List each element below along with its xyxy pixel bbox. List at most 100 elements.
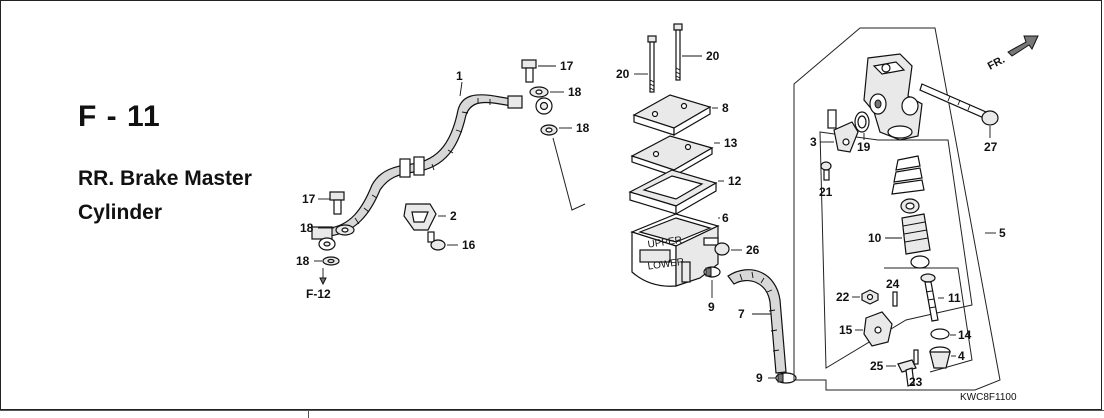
callout-25: 25 xyxy=(870,359,884,373)
bolt-shank xyxy=(333,199,342,215)
callout-12: 12 xyxy=(728,174,742,188)
reservoir-mount-bolt[interactable]: 26 xyxy=(703,237,760,257)
callout-3: 3 xyxy=(810,135,817,149)
bottom-divider xyxy=(308,410,309,418)
pin-24[interactable]: 24 xyxy=(886,277,900,307)
hose-joint-3[interactable]: 3 xyxy=(810,109,859,153)
bolt-head xyxy=(673,23,683,31)
piston-set-10[interactable]: 10 xyxy=(868,213,931,269)
callout-11: 11 xyxy=(948,291,961,305)
joint-nipple xyxy=(827,109,837,129)
pin xyxy=(913,349,919,365)
callout-23: 23 xyxy=(909,375,923,389)
mount-bolt-27[interactable]: 27 xyxy=(919,83,999,154)
diaphragm-side-right xyxy=(675,181,717,216)
guide-line-hose-upper xyxy=(552,137,586,211)
callout-22: 22 xyxy=(836,290,850,304)
callout-21: 21 xyxy=(819,185,833,199)
sealing-washer-lower-b[interactable]: 18 xyxy=(296,254,340,268)
pin xyxy=(892,291,898,307)
hose-clamp[interactable]: 2 xyxy=(403,203,457,231)
figure-title: RR. Brake Master Cylinder xyxy=(78,162,298,230)
cap-hole-left xyxy=(651,110,659,118)
bolt-shank xyxy=(427,231,435,243)
callout-18-upper-a: 18 xyxy=(568,85,582,99)
cup-center xyxy=(905,202,915,210)
secondary-cup xyxy=(910,255,930,269)
nut-22[interactable]: 22 xyxy=(836,289,879,305)
sealing-washer-upper-a[interactable]: 18 xyxy=(529,85,582,99)
washer-hole xyxy=(327,258,335,264)
drawing-number: KWC8F1100 xyxy=(960,392,1017,403)
figure-code: F - 11 xyxy=(78,100,161,133)
assembly-outline-outer xyxy=(793,27,1001,391)
cap-side-right xyxy=(673,105,711,137)
plate-hole-right xyxy=(684,143,692,151)
washer-hole xyxy=(341,227,349,233)
arrow-down-icon xyxy=(319,277,327,286)
reservoir-outlet xyxy=(681,261,691,283)
hose-clip-upper[interactable]: 9 xyxy=(703,266,721,314)
callout-17-upper: 17 xyxy=(560,59,574,73)
hose-clip-lower[interactable]: 9 xyxy=(756,371,797,385)
figure-title-line-2: Cylinder xyxy=(78,201,163,224)
boot-body xyxy=(929,351,951,369)
callout-10: 10 xyxy=(868,231,882,245)
reservoir-cap[interactable]: 8 xyxy=(632,94,729,137)
banjo-bolt-lower[interactable]: 17 xyxy=(302,191,345,215)
callout-14: 14 xyxy=(958,328,972,342)
diaphragm-inner xyxy=(642,175,704,200)
screw-shank xyxy=(823,169,830,181)
pin-23[interactable]: 23 xyxy=(909,349,923,389)
direction-label: FR. xyxy=(986,54,1007,73)
bottom-rule xyxy=(0,410,1104,411)
reservoir-hose[interactable]: 7 xyxy=(727,269,787,374)
reservoir-bolt-right[interactable]: 20 xyxy=(673,23,720,81)
callout-27: 27 xyxy=(984,140,998,154)
circlip-14[interactable]: 14 xyxy=(930,328,972,342)
diaphragm-plate[interactable]: 13 xyxy=(630,135,738,178)
callout-20-right: 20 xyxy=(706,49,720,63)
callout-5: 5 xyxy=(999,226,1006,240)
bolt-head xyxy=(647,35,657,43)
sealing-washer-upper-b[interactable]: 18 xyxy=(540,121,590,136)
reference-f12[interactable]: F-12 xyxy=(306,268,331,301)
callout-2: 2 xyxy=(450,209,457,223)
arrow-up-right-icon xyxy=(1007,35,1039,57)
clip-tab xyxy=(777,373,784,383)
cylinder-banjo-hole xyxy=(874,99,882,109)
callout-9-upper: 9 xyxy=(708,300,715,314)
bolt-head xyxy=(981,110,999,126)
boot-4[interactable]: 4 xyxy=(929,346,965,369)
screw-21[interactable]: 21 xyxy=(819,161,833,199)
cap-hole-right xyxy=(680,102,688,110)
screw-head xyxy=(820,161,832,171)
bolt-head xyxy=(430,239,446,251)
diaphragm[interactable]: 12 xyxy=(628,169,742,216)
callout-13: 13 xyxy=(724,136,738,150)
reservoir-upper-mark: UPPER xyxy=(647,235,683,251)
plate-hole-left xyxy=(652,150,660,158)
push-rod-11[interactable]: 11 xyxy=(920,273,961,322)
callout-17-lower: 17 xyxy=(302,192,316,206)
spring-coils xyxy=(891,155,925,195)
reservoir-bolt-left[interactable]: 20 xyxy=(616,35,657,93)
o-ring-19[interactable]: 19 xyxy=(854,111,871,154)
clamp-bolt[interactable]: 16 xyxy=(427,231,476,252)
hose-collar-upper xyxy=(413,156,425,176)
sealing-washer-lower-a[interactable]: 18 xyxy=(300,221,355,236)
cotter-pin-25[interactable]: 25 xyxy=(870,359,917,387)
banjo-bolt-upper[interactable]: 17 xyxy=(521,59,574,83)
callout-18-lower-b: 18 xyxy=(296,254,310,268)
washer-hole xyxy=(535,89,543,95)
bolt-shank xyxy=(525,67,534,83)
callout-8: 8 xyxy=(722,101,729,115)
brake-hose[interactable]: 1 xyxy=(311,69,553,240)
assembly-outline-inner xyxy=(819,131,973,369)
cylinder-port xyxy=(881,63,891,73)
clamp-slot xyxy=(411,211,429,223)
master-cylinder-body[interactable] xyxy=(863,53,923,141)
hose-fitting-upper xyxy=(507,95,523,109)
joint-15[interactable]: 15 xyxy=(839,311,893,347)
